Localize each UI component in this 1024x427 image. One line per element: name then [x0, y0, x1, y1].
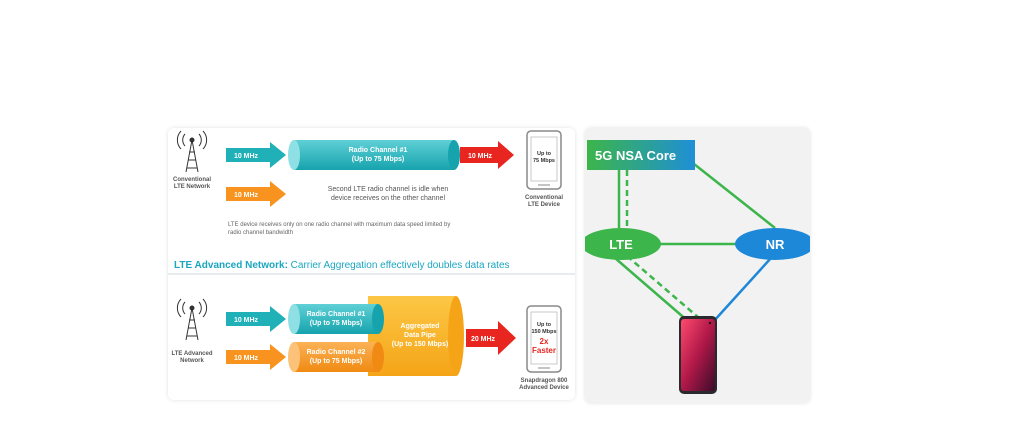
- conventional-tower-icon: [176, 130, 208, 173]
- conventional-device-icon: Up to 75 Mbps: [526, 130, 562, 190]
- advanced-radio-channel-1: Radio Channel #1 (Up to 75 Mbps): [288, 304, 384, 334]
- conventional-note-2: radio channel bandwidth: [228, 230, 293, 236]
- conventional-input-arrow-1: 10 MHz: [226, 142, 286, 168]
- conventional-radio-channel-pipe: Radio Channel #1 (Up to 75 Mbps): [288, 140, 460, 170]
- conventional-device-label-2: LTE Device: [528, 202, 561, 208]
- advanced-device-label-2: Advanced Device: [519, 385, 569, 391]
- ch1-sub: (Up to 75 Mbps): [310, 320, 363, 327]
- advanced-input-arrow-1: 10 MHz: [226, 306, 286, 332]
- pipe-label-1: Aggregated: [401, 323, 440, 330]
- pipe-label-2: Data Pipe: [404, 332, 436, 339]
- advanced-output-label: 20 MHz: [471, 336, 496, 343]
- advanced-input-arrow-2: 10 MHz: [226, 344, 286, 370]
- conventional-device-speed-2: 75 Mbps: [533, 158, 555, 164]
- lte-phone-dashed-link: [626, 255, 700, 319]
- nsa-core-box: 5G NSA Core: [587, 140, 695, 170]
- pipe-label-3: (Up to 150 Mbps): [392, 341, 448, 348]
- advanced-arrow-1-label: 10 MHz: [234, 317, 259, 324]
- nsa-architecture-panel: 5G NSA Core LTE NR: [581, 128, 815, 403]
- carrier-aggregation-panel: Conventional LTE Network 10 MHz Radio Ch…: [168, 128, 575, 400]
- carrier-aggregation-diagram: Conventional LTE Network 10 MHz Radio Ch…: [168, 130, 575, 391]
- lte-node: LTE: [581, 228, 661, 260]
- conventional-note-1: LTE device receives only on one radio ch…: [228, 222, 450, 228]
- lte-advanced-heading: LTE Advanced Network: Carrier Aggregatio…: [174, 260, 510, 271]
- advanced-tower-label-2: Network: [180, 358, 204, 364]
- ch2-sub: (Up to 75 Mbps): [310, 358, 363, 365]
- nr-node-label: NR: [766, 237, 785, 252]
- advanced-radio-channel-2: Radio Channel #2 (Up to 75 Mbps): [288, 342, 384, 372]
- conventional-channel-title: Radio Channel #1: [349, 147, 408, 154]
- conventional-tower-label-2: LTE Network: [174, 184, 211, 190]
- core-nr-link: [688, 159, 776, 229]
- advanced-device-speed-2: 150 Mbps: [531, 329, 556, 335]
- advanced-tower-icon: [176, 298, 208, 341]
- advanced-device-speed-1: Up to: [537, 322, 552, 328]
- heading-bold: LTE Advanced Network:: [174, 260, 288, 271]
- heading-rest: Carrier Aggregation effectively doubles …: [288, 260, 510, 271]
- conventional-output-label: 10 MHz: [468, 153, 493, 160]
- conventional-device-label-1: Conventional: [525, 195, 563, 201]
- nsa-architecture-diagram: 5G NSA Core LTE NR: [581, 140, 815, 394]
- advanced-arrow-2-label: 10 MHz: [234, 355, 259, 362]
- ch1-title: Radio Channel #1: [307, 311, 366, 318]
- nr-node: NR: [735, 228, 815, 260]
- idle-text-2: device receives on the other channel: [331, 195, 445, 202]
- ch2-title: Radio Channel #2: [307, 349, 366, 356]
- smartphone-icon: [679, 316, 717, 394]
- conventional-output-arrow: 10 MHz: [460, 141, 514, 169]
- advanced-device-icon: Up to 150 Mbps 2x Faster: [526, 305, 562, 373]
- advanced-tower-label-1: LTE Advanced: [171, 351, 212, 357]
- conventional-input-arrow-2: 10 MHz: [226, 181, 286, 207]
- nr-phone-link: [712, 257, 772, 323]
- lte-node-label: LTE: [609, 237, 633, 252]
- conventional-arrow-2-label: 10 MHz: [234, 192, 259, 199]
- conventional-channel-sub: (Up to 75 Mbps): [352, 156, 405, 163]
- advanced-output-arrow: 20 MHz: [466, 321, 516, 355]
- nsa-connections: [614, 159, 776, 323]
- conventional-arrow-1-label: 10 MHz: [234, 153, 259, 160]
- advanced-device-fast-1: 2x: [540, 337, 549, 346]
- advanced-device-fast-2: Faster: [532, 346, 556, 355]
- conventional-device-speed-1: Up to: [537, 151, 552, 157]
- advanced-device-label-1: Snapdragon 800: [521, 378, 568, 384]
- idle-text-1: Second LTE radio channel is idle when: [328, 186, 449, 193]
- lte-phone-link: [614, 257, 690, 323]
- conventional-tower-label-1: Conventional: [173, 177, 211, 183]
- nsa-core-label: 5G NSA Core: [595, 148, 676, 163]
